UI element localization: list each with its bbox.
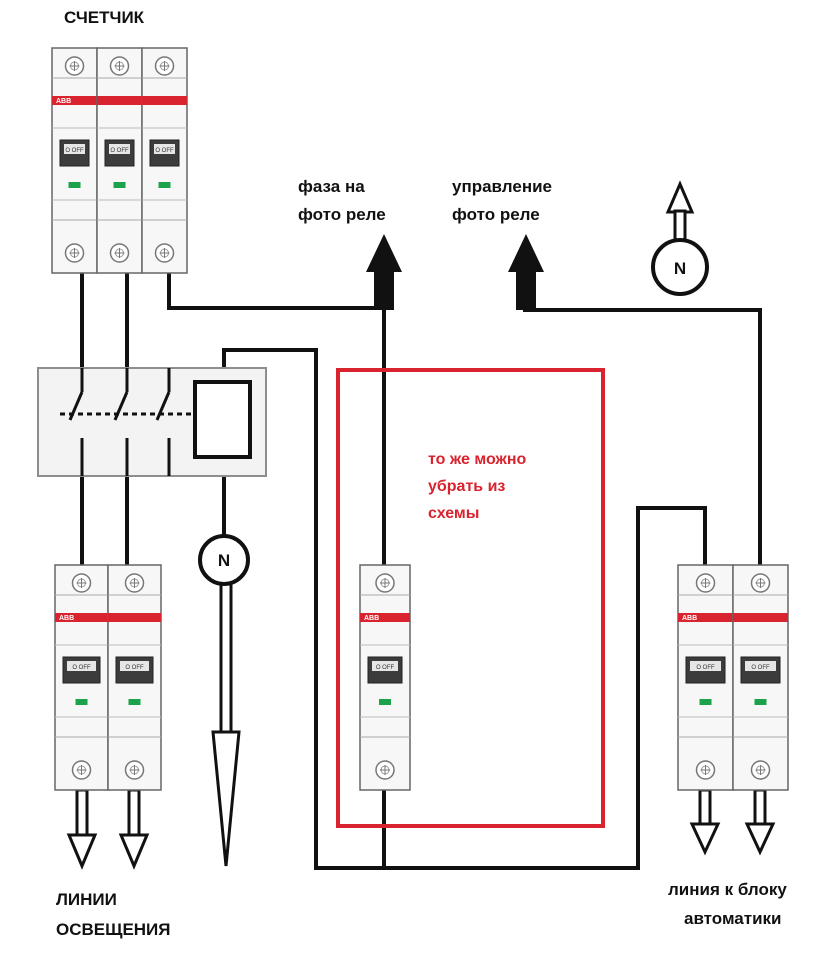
note-line-3: схемы	[428, 505, 480, 522]
automation-breaker-red-band-0	[678, 613, 733, 622]
automation-breaker-switch-state-0: O OFF	[696, 665, 715, 671]
photo-relay-breaker-brand-label: ABB	[364, 615, 379, 622]
meter-breaker-switch-state-0: O OFF	[65, 148, 84, 154]
arrow-lighting-1	[66, 788, 98, 870]
contactor-coil	[193, 380, 252, 459]
automation-line-line-2: автоматики	[684, 909, 782, 928]
lighting-breaker-red-band-1	[108, 613, 161, 622]
automation-breaker-brand-label: ABB	[682, 615, 697, 622]
automation-breaker: ABB O OFF O OFF	[677, 564, 789, 791]
contactor-relay	[37, 367, 267, 477]
meter-breaker-brand-label: ABB	[56, 98, 71, 105]
phase-photo-relay-line-2: фото реле	[298, 205, 386, 224]
arrow-automation-2	[744, 788, 776, 856]
photo-relay-breaker: ABB O OFF	[359, 564, 411, 791]
arrow-phase-photo-relay	[366, 234, 402, 310]
lighting-breaker: ABB O OFF O OFF	[54, 564, 162, 791]
meter-breaker-red-band-0	[52, 96, 97, 105]
meter-breaker-indicator-1	[113, 182, 126, 188]
wire-photo-relay-control	[523, 296, 762, 568]
wire-coil-control	[222, 348, 384, 870]
lighting-breaker-indicator-0	[75, 699, 88, 705]
meter-breaker-indicator-2	[158, 182, 171, 188]
meter-breaker-switch-state-2: O OFF	[155, 148, 174, 154]
removable-section-box	[336, 368, 605, 828]
automation-breaker-red-band-1	[733, 613, 788, 622]
note-line-1: то же можно	[428, 451, 527, 468]
photo-relay-breaker-red-band-0	[360, 613, 410, 622]
automation-line-line-1: линия к блоку	[668, 880, 787, 899]
wire-bottom-bus	[384, 506, 707, 870]
phase-photo-relay-line-1: фаза на	[298, 177, 365, 196]
automation-breaker-switch-state-1: O OFF	[751, 665, 770, 671]
lighting-lines-line-2: ОСВЕЩЕНИЯ	[56, 920, 171, 939]
arrow-lighting-2	[118, 788, 150, 870]
arrow-automation-1	[689, 788, 721, 856]
lighting-breaker-brand-label: ABB	[59, 615, 74, 622]
wire-meter-l3-to-relay	[167, 270, 384, 310]
meter-breaker-switch-state-1: O OFF	[110, 148, 129, 154]
control-photo-relay-line-1: управление	[452, 177, 552, 196]
neutral-symbol-left: N	[198, 534, 250, 586]
note-line-2: убрать из	[428, 478, 506, 495]
lighting-breaker-switch-state-0: O OFF	[72, 665, 91, 671]
lighting-breaker-indicator-1	[128, 699, 141, 705]
arrow-neutral-down	[211, 582, 241, 867]
automation-breaker-indicator-1	[754, 699, 767, 705]
meter-breaker: ABB O OFF O OFF O OFF	[51, 47, 188, 274]
meter-breaker-indicator-0	[68, 182, 81, 188]
arrows	[66, 180, 776, 870]
photo-relay-breaker-indicator-0	[379, 699, 391, 705]
lighting-lines-line-1: ЛИНИИ	[56, 890, 117, 909]
meter-breaker-red-band-1	[97, 96, 142, 105]
neutral-symbol-right: N	[651, 238, 709, 296]
neutral-label-right: N	[674, 259, 686, 278]
arrow-neutral-up	[665, 180, 695, 243]
meter-label: СЧЕТЧИК	[64, 8, 145, 27]
neutral-label-left: N	[218, 551, 230, 570]
arrow-control-photo-relay	[508, 234, 544, 310]
lighting-breaker-red-band-0	[55, 613, 108, 622]
wires	[80, 212, 762, 870]
photo-relay-breaker-switch-state-0: O OFF	[376, 665, 395, 671]
automation-breaker-indicator-0	[699, 699, 712, 705]
lighting-breaker-switch-state-1: O OFF	[125, 665, 144, 671]
control-photo-relay-line-2: фото реле	[452, 205, 540, 224]
meter-breaker-red-band-2	[142, 96, 187, 105]
